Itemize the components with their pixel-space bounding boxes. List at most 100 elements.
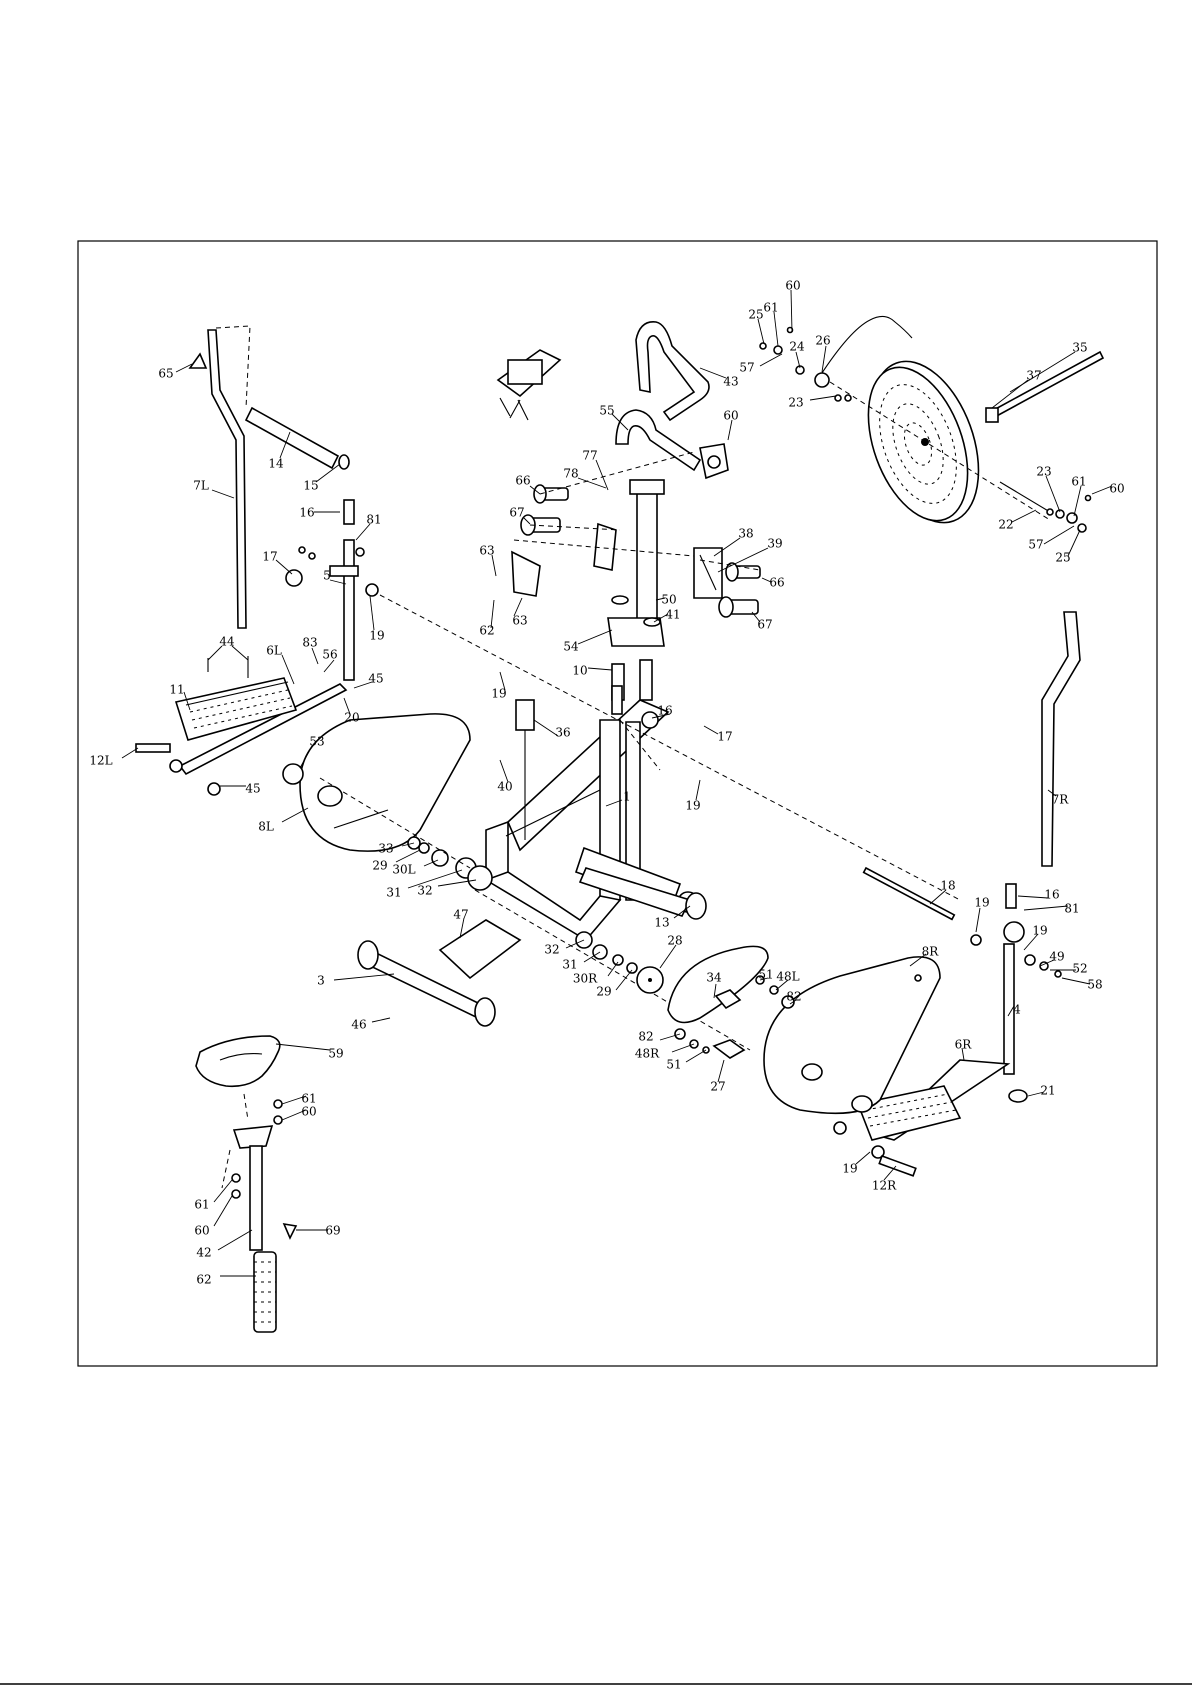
handle-grip-14 [244,406,350,470]
seat-59 [195,1035,281,1088]
callout-58: 58 [1087,978,1102,992]
callout-46: 46 [351,1018,366,1032]
fan-hub-parts [759,326,852,402]
callout-56: 56 [322,648,337,662]
callout-23b: 23 [1036,465,1051,479]
callout-5: 5 [323,569,331,583]
callout-38: 38 [738,527,753,541]
right-pedal-arm-6R [833,1059,1011,1177]
fan-cover-bar [985,350,1105,423]
callout-19f: 19 [842,1162,857,1176]
fan-wheel [867,360,980,524]
callout-7L: 7L [193,479,209,493]
callout-60c: 60 [723,409,738,423]
callout-54: 54 [563,640,579,654]
callout-19d: 19 [974,896,989,910]
callout-12R: 12R [872,1179,897,1193]
callout-61c: 61 [301,1092,316,1106]
callout-57b: 57 [1028,538,1043,552]
callout-34: 34 [706,971,722,985]
callout-19b: 19 [491,687,506,701]
callout-22: 22 [998,518,1013,532]
upright-tube-10 [636,489,658,621]
callout-19c: 19 [685,799,700,813]
callout-55: 55 [599,404,614,418]
callout-8R: 8R [922,945,940,959]
callout-45b: 45 [245,782,260,796]
pivot-bracket-63 [511,522,617,597]
callout-82b: 82 [638,1030,653,1044]
seat-bolts [231,1099,283,1199]
callout-4: 4 [1013,1003,1021,1017]
callout-11: 11 [169,683,184,697]
left-pedal-arm-6L [135,656,348,796]
callout-30R: 30R [573,972,598,986]
callout-41: 41 [665,608,680,622]
callout-51a: 51 [758,968,773,982]
callout-32a: 32 [417,884,432,898]
callout-59: 59 [328,1047,343,1061]
callout-82a: 82 [786,990,801,1004]
callout-28: 28 [667,934,682,948]
callout-19e: 19 [1032,924,1047,938]
callout-48R: 48R [635,1047,660,1061]
upright-base-plate-54 [607,595,665,715]
front-stabilizer-3 [357,940,496,1027]
left-crank-bearings [407,836,493,891]
sensor-wire [819,315,913,377]
callout-45a: 45 [368,672,383,686]
callout-67b: 67 [757,618,772,632]
callout-3: 3 [317,974,325,988]
callout-44: 44 [219,635,235,649]
callout-1: 1 [623,790,631,804]
callout-67a: 67 [509,506,524,520]
callout-15: 15 [303,479,318,493]
right-upper-arm-4 [970,883,1062,1103]
callout-29b: 29 [596,985,611,999]
callout-40: 40 [497,780,512,794]
callout-47: 47 [453,908,468,922]
rear-stabilizer-13 [578,867,707,920]
callout-16a: 16 [299,506,314,520]
callout-49: 49 [1049,950,1064,964]
left-upper-arm-5 [285,499,379,681]
callout-83: 83 [302,636,317,650]
connecting-rod-18 [862,866,956,921]
right-crank-bearings [575,931,638,974]
left-cover-8L [282,713,471,852]
callout-66b: 66 [769,576,784,590]
callout-50: 50 [661,593,676,607]
callout-60a: 60 [785,279,800,293]
callout-43: 43 [723,375,738,389]
callout-61b: 61 [1071,475,1086,489]
callout-16c: 16 [1044,888,1059,902]
callout-21: 21 [1040,1084,1055,1098]
callout-60b: 60 [1109,482,1124,496]
callout-63b: 63 [512,614,527,628]
callout-65: 65 [158,367,173,381]
callout-81a: 81 [366,513,381,527]
callout-37: 37 [1026,369,1041,383]
callout-42: 42 [196,1246,211,1260]
callout-16b: 16 [657,704,672,718]
callout-27: 27 [710,1080,725,1094]
callout-53: 53 [309,735,324,749]
callout-69: 69 [325,1224,340,1238]
callout-78: 78 [563,467,578,481]
right-cover-8R [763,956,941,1115]
callout-60e: 60 [194,1224,209,1238]
belt-34-and-pulley-28 [636,945,769,1024]
callout-6L: 6L [266,644,282,658]
left-handlebar-7L [207,329,247,629]
callout-17b: 17 [717,730,732,744]
handlebar-bracket-38 [693,547,723,599]
callout-12L: 12L [89,754,112,768]
callout-77: 77 [582,449,597,463]
callout-23a: 23 [788,396,803,410]
callout-7R: 7R [1052,793,1070,807]
seat-post-cover-62 [253,1251,277,1333]
callout-25b: 25 [1055,551,1070,565]
callout-32b: 32 [544,943,559,957]
callout-17a: 17 [262,550,277,564]
